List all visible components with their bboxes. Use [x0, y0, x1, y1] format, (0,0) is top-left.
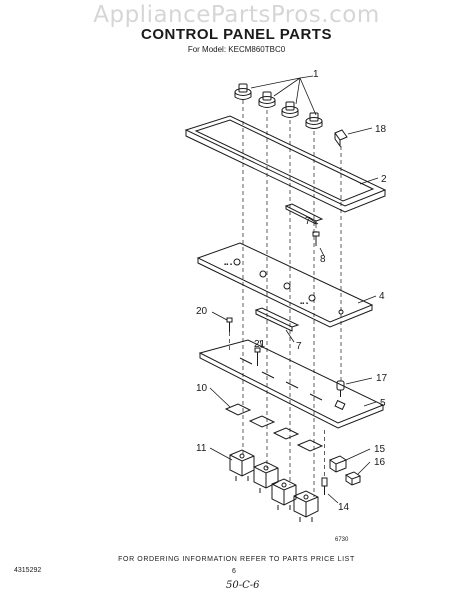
model-subtitle: For Model: KECM860TBC0 [187, 45, 286, 54]
knob [305, 112, 323, 129]
page-title: CONTROL PANEL PARTS [141, 26, 332, 43]
knob [258, 91, 276, 108]
insulator [224, 403, 252, 416]
callout-10: 10 [196, 383, 208, 394]
handwritten-note: 50-C-6 [226, 580, 260, 591]
page-number: 6 [232, 568, 236, 575]
insulator [296, 439, 324, 452]
callout-8: 8 [320, 254, 326, 265]
part-15-switch [328, 455, 348, 473]
ordering-info: FOR ORDERING INFORMATION REFER TO PARTS … [118, 556, 355, 563]
callout-18: 18 [375, 124, 387, 135]
insulator [272, 427, 300, 440]
callout-15: 15 [374, 444, 386, 455]
lower-bracket [254, 307, 300, 332]
knob [234, 83, 252, 100]
callout-5: 5 [380, 398, 386, 409]
callout-7-lower: 7 [296, 341, 302, 352]
control-panel: ▪▪ ▪ ▪▪ ▪ [196, 242, 374, 328]
switches-group [229, 449, 319, 522]
callout-4: 4 [379, 291, 385, 302]
mounting-plate [198, 339, 385, 429]
infinite-switch [253, 461, 279, 493]
leader-lines [209, 127, 379, 504]
callout-1: 1 [313, 69, 319, 80]
document-part-number: 4315292 [14, 567, 42, 574]
assembly-lines [229, 100, 342, 497]
callout-17: 17 [376, 373, 388, 384]
screw-20 [226, 317, 233, 332]
part-14-pin [321, 477, 328, 495]
callout-11: 11 [196, 443, 207, 454]
infinite-switch [293, 490, 319, 522]
callout-16: 16 [374, 457, 386, 468]
infinite-switch [271, 478, 297, 510]
watermark: AppliancePartsPros.com [93, 2, 380, 28]
switch-18 [334, 129, 348, 148]
knob [281, 101, 299, 118]
callout-numbers: 1 18 2 7 8 4 20 7 21 17 5 10 11 15 16 14… [196, 69, 388, 543]
infinite-switch [229, 449, 255, 481]
insulator [248, 415, 276, 428]
screw-21 [254, 347, 261, 366]
indicator-lamp [336, 380, 345, 397]
callout-20: 20 [196, 306, 208, 317]
svg-text:▪▪ ▪: ▪▪ ▪ [300, 301, 308, 307]
trim-frame [184, 115, 387, 213]
callout-14: 14 [338, 502, 350, 513]
figure-code: 6730 [335, 537, 349, 543]
svg-text:▪▪ ▪: ▪▪ ▪ [224, 262, 232, 268]
knobs-group [234, 75, 323, 129]
callout-7: 7 [305, 216, 311, 227]
callout-21: 21 [254, 339, 266, 350]
insulators-group [224, 403, 324, 452]
callout-2: 2 [381, 174, 387, 185]
leader-line [250, 75, 317, 116]
bracket-strip [284, 203, 324, 225]
part-16-cap [344, 471, 362, 486]
